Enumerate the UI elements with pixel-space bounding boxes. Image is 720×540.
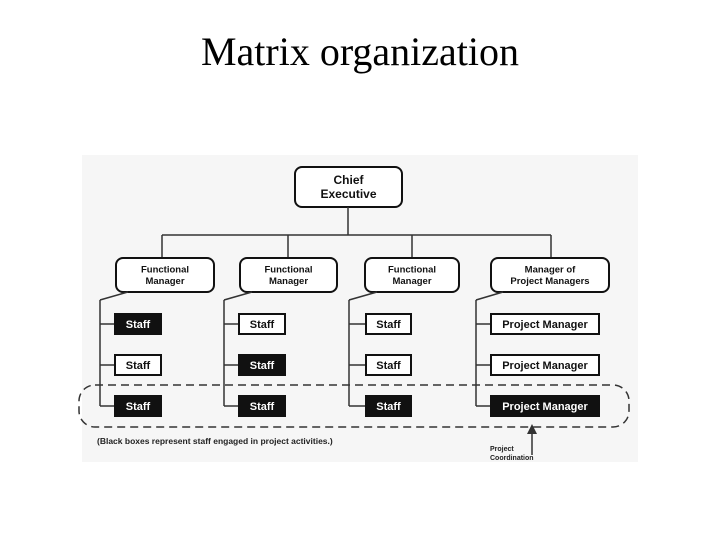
connector-line <box>99 291 129 301</box>
project-staff-box <box>114 313 162 335</box>
coordination-label: Project <box>490 446 514 453</box>
staff-label: Staff <box>376 360 401 372</box>
manager-label: Manager <box>392 276 431 287</box>
staff-box <box>114 354 162 376</box>
staff-label: Staff <box>126 401 151 413</box>
staff-label: Project Manager <box>502 401 588 413</box>
project-staff-box <box>365 395 412 417</box>
ceo-label: Chief <box>334 173 365 187</box>
coordination-arrow-head <box>527 424 537 434</box>
manager-label: Manager <box>145 276 184 287</box>
manager-label: Manager of <box>525 265 577 276</box>
staff-box <box>365 354 412 376</box>
staff-label: Staff <box>126 319 151 331</box>
manager-label: Functional <box>141 265 189 276</box>
manager-box <box>239 257 338 293</box>
connector-line <box>348 291 378 301</box>
manager-box <box>115 257 215 293</box>
manager-label: Manager <box>269 276 308 287</box>
staff-box <box>365 313 412 335</box>
staff-box <box>490 354 600 376</box>
staff-label: Staff <box>250 401 275 413</box>
project-staff-box <box>238 354 286 376</box>
manager-label: Project Managers <box>510 276 589 287</box>
staff-box <box>238 313 286 335</box>
staff-label: Project Manager <box>502 319 588 331</box>
connector-line <box>223 291 253 301</box>
staff-label: Staff <box>250 319 275 331</box>
slide-title: Matrix organization <box>200 29 520 74</box>
staff-label: Staff <box>376 319 401 331</box>
connector-line <box>475 291 504 301</box>
project-staff-box <box>238 395 286 417</box>
coordination-label: Coordination <box>490 455 534 462</box>
project-staff-box <box>114 395 162 417</box>
staff-label: Staff <box>376 401 401 413</box>
manager-label: Functional <box>388 265 436 276</box>
staff-label: Project Manager <box>502 360 588 372</box>
staff-label: Staff <box>126 360 151 372</box>
project-staff-box <box>490 395 600 417</box>
manager-box <box>490 257 610 293</box>
project-coordination-outline <box>78 384 630 428</box>
manager-box <box>364 257 460 293</box>
staff-box <box>490 313 600 335</box>
manager-label: Functional <box>264 265 312 276</box>
staff-label: Staff <box>250 360 275 372</box>
footnote: (Black boxes represent staff engaged in … <box>97 436 333 446</box>
ceo-label: Executive <box>320 187 376 201</box>
